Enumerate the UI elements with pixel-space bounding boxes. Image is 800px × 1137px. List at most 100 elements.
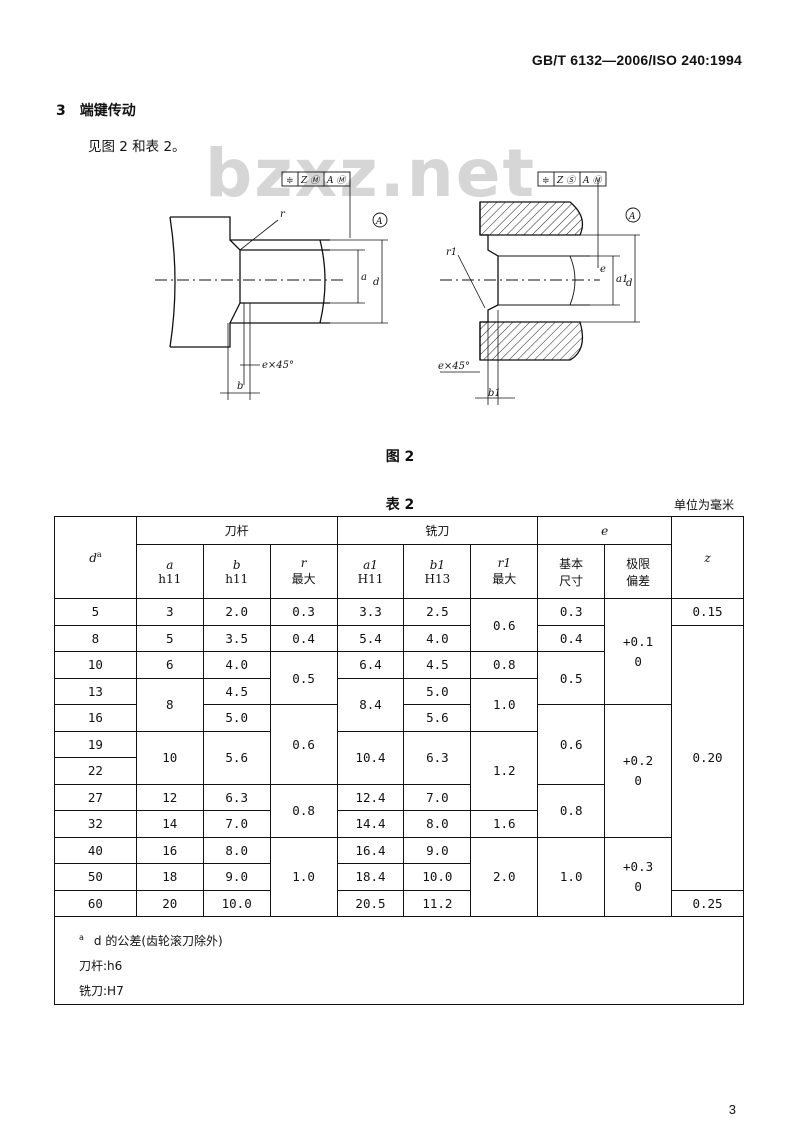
header-z: z	[671, 516, 744, 599]
watermark: bzxz.net	[205, 135, 537, 212]
figure-caption: 图 2	[385, 449, 415, 465]
unit-note: 单位为毫米	[673, 498, 734, 512]
cell-e-basic: 0.8	[537, 783, 606, 838]
cell-r1: 0.8	[470, 651, 539, 679]
cell-a1: 14.4	[336, 810, 405, 838]
cell-a: 14	[135, 810, 204, 838]
label-r1: r1	[446, 247, 457, 258]
cell-r: 0.3	[269, 598, 338, 626]
cutter-view	[440, 171, 641, 405]
header-e: e	[537, 516, 673, 545]
cell-r: 0.4	[269, 624, 338, 652]
cell-r1: 1.6	[470, 810, 539, 838]
label-a1: a1	[616, 274, 628, 285]
cell-b: 4.0	[202, 651, 271, 679]
label-r: r	[280, 209, 286, 220]
label-chamfer-left: e×45°	[262, 360, 294, 371]
label-d-left: d	[373, 277, 379, 288]
header-row-1: da 刀杆 铣刀 e z	[54, 516, 744, 599]
cell-d: 8	[54, 624, 137, 652]
cell-a: 8	[135, 677, 204, 732]
cell-a: 10	[135, 730, 204, 785]
datum-label-left: A	[375, 217, 383, 227]
cell-e-basic: 0.5	[537, 651, 606, 705]
header-e-basic: 基本尺寸	[537, 544, 606, 599]
label-a: a	[361, 272, 367, 283]
cell-r1: 0.6	[470, 598, 539, 652]
cell-b: 10.0	[202, 889, 271, 917]
cell-a: 12	[135, 783, 204, 811]
cell-b1: 7.0	[403, 783, 472, 811]
cell-r: 0.8	[269, 783, 338, 838]
cell-d: 60	[54, 889, 137, 917]
cell-e-basic: 0.4	[537, 624, 606, 652]
cell-a1: 16.4	[336, 836, 405, 864]
cell-b1: 2.5	[403, 598, 472, 626]
cell-b1: 10.0	[403, 863, 472, 891]
intro-text: 见图 2 和表 2。	[88, 139, 186, 155]
header-e-limit: 极限偏差	[604, 544, 673, 599]
datum-label-right: A	[628, 212, 636, 222]
cell-z: 0.25	[671, 889, 744, 917]
cell-r: 1.0	[269, 836, 338, 917]
section-title: 端键传动	[79, 103, 136, 119]
section-number: 3	[56, 103, 66, 119]
label-chamfer-right: e×45°	[438, 361, 470, 372]
tol-frame-z-right: Z Ⓢ	[556, 175, 577, 186]
section-heading: 3 端键传动	[56, 100, 136, 120]
cell-d: 5	[54, 598, 137, 626]
cell-z: 0.20	[671, 624, 744, 891]
cell-r1: 2.0	[470, 836, 539, 917]
cell-b: 9.0	[202, 863, 271, 891]
footnote-line-3: 铣刀:H7	[79, 984, 124, 998]
standard-code: GB/T 6132—2006/ISO 240:1994	[531, 52, 742, 68]
cell-b: 6.3	[202, 783, 271, 811]
table-row: 27 12 6.3 0.8 12.4 7.0 0.8	[54, 783, 744, 838]
cell-d: 27	[54, 783, 137, 811]
tol-frame-z-left: Z Ⓜ	[300, 175, 321, 186]
holder-labels: ≑ Z Ⓜ A Ⓜ A r a d e×45° b	[237, 175, 383, 392]
cell-b1: 5.0	[403, 677, 472, 705]
cell-a1: 6.4	[336, 651, 405, 679]
cell-b: 3.5	[202, 624, 271, 652]
figure-2-drawing: ≑ Z Ⓜ A Ⓜ A r a d e×45° b ≑	[155, 171, 641, 405]
label-e: e	[600, 264, 606, 275]
cell-a: 20	[135, 889, 204, 917]
cell-b: 4.5	[202, 677, 271, 705]
cell-b1: 11.2	[403, 889, 472, 917]
cell-b: 5.0	[202, 704, 271, 732]
cell-b1: 5.6	[403, 704, 472, 732]
cell-b: 8.0	[202, 836, 271, 864]
header-d: da	[54, 516, 137, 599]
cell-r: 0.6	[269, 704, 338, 785]
cell-b1: 6.3	[403, 730, 472, 785]
cell-r: 0.5	[269, 651, 338, 705]
table-row: 8 5 3.5 0.4 5.4 4.0 0.4 0.20	[54, 624, 744, 891]
cell-a: 16	[135, 836, 204, 864]
cell-a: 5	[135, 624, 204, 652]
cell-b1: 8.0	[403, 810, 472, 838]
label-d-right: d	[626, 278, 632, 289]
label-b1: b1	[488, 388, 501, 399]
cell-r1: 1.2	[470, 730, 539, 811]
cell-b1: 9.0	[403, 836, 472, 864]
cell-b: 2.0	[202, 598, 271, 626]
holder-view	[155, 171, 388, 400]
cell-b1: 4.5	[403, 651, 472, 679]
cell-d: 32	[54, 810, 137, 838]
cell-a1: 5.4	[336, 624, 405, 652]
cell-d: 40	[54, 836, 137, 864]
tol-frame-symbol-right: ≑	[542, 176, 550, 186]
